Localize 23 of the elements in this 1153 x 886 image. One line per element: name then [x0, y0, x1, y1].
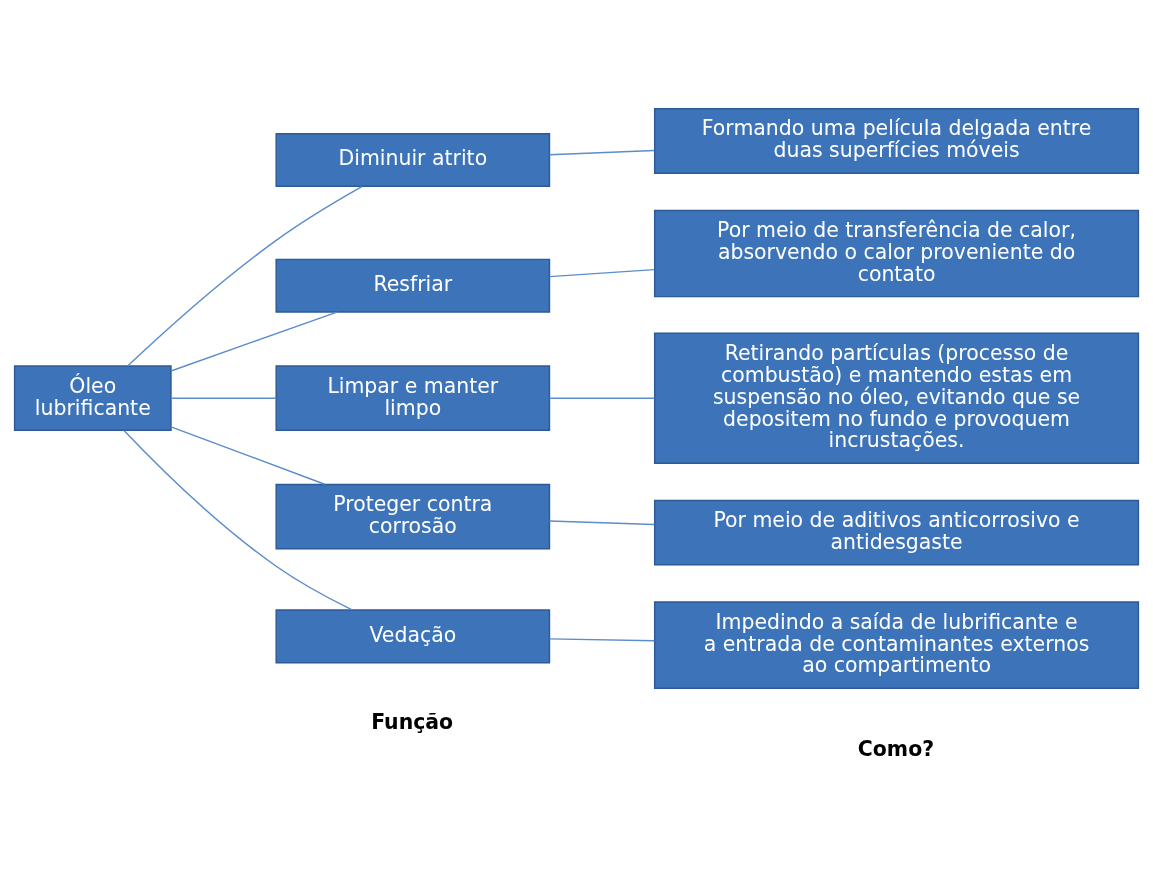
node-box: Por meio de aditivos anticorrosivo e antidesgaste	[653, 499, 1140, 565]
connector	[548, 149, 656, 155]
node-box: Retirando partículas (processo de combustão) e mantendo estas em suspensão no óleo, evitando que se depositem no fundo e provoquem incrustações.	[653, 331, 1140, 464]
connector	[170, 396, 277, 399]
label: Função	[371, 709, 454, 734]
connector	[123, 429, 353, 611]
node-box: Impedindo a saída de lubrificante e a entrada de contaminantes externos ao compartimento	[653, 600, 1140, 689]
connector	[170, 310, 338, 372]
connector	[548, 637, 656, 641]
connector	[548, 396, 656, 399]
node-box: Óleo lubrificante	[13, 364, 172, 431]
node-box: Por meio de transferência de calor, absorvendo o calor proveniente do contato	[653, 209, 1140, 297]
connector	[548, 268, 656, 277]
node-box: Diminuir atrito	[275, 132, 551, 187]
connector	[126, 185, 363, 367]
node-box: Vedação	[275, 608, 551, 663]
node-box: Limpar e manter limpo	[275, 364, 551, 431]
connector	[170, 425, 326, 485]
connector	[548, 519, 656, 525]
label: Como?	[857, 736, 935, 761]
node-box: Proteger contra corrosão	[275, 483, 551, 549]
node-box: Resfriar	[275, 258, 551, 313]
node-box: Formando uma película delgada entre duas superfícies móveis	[653, 107, 1140, 174]
